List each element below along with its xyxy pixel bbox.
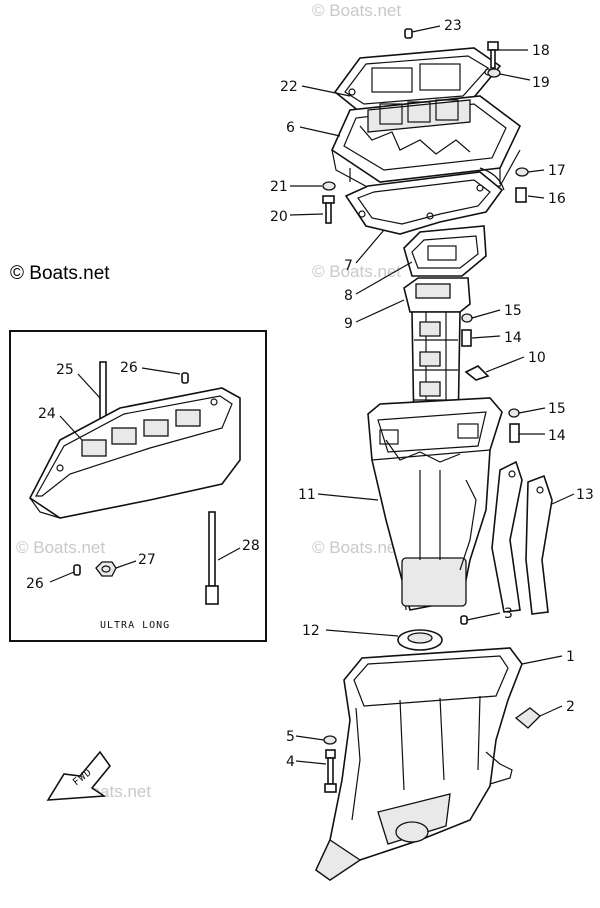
callout-11: 11 (298, 487, 316, 503)
callout-25: 25 (56, 362, 74, 378)
part-13-gasket (491, 460, 553, 615)
callout-16: 16 (548, 191, 566, 207)
callout-labels: 23 18 19 22 6 17 16 21 20 7 8 9 15 14 10… (26, 18, 594, 770)
callout-8: 8 (344, 288, 353, 304)
part-15-washer (461, 313, 473, 323)
watermark-faint: © Boats.net (312, 262, 401, 281)
callout-20: 20 (270, 209, 288, 225)
part-11-upper-casing (367, 397, 503, 611)
part-10-clip (464, 365, 490, 381)
part-6-upper-casing (330, 95, 522, 202)
callout-12: 12 (302, 623, 320, 639)
callout-9: 9 (344, 316, 353, 332)
part-15-washer (508, 408, 520, 418)
part-12-seal (397, 629, 443, 651)
part-20-bolt (322, 195, 335, 224)
callout-5: 5 (286, 729, 295, 745)
callout-26: 26 (26, 576, 44, 592)
callout-26: 26 (120, 360, 138, 376)
part-14-bolt (509, 423, 520, 443)
callout-17: 17 (548, 163, 566, 179)
callout-21: 21 (270, 179, 288, 195)
part-1-lower-casing (314, 647, 523, 881)
part-24-spacer (28, 387, 241, 519)
callout-19: 19 (532, 75, 550, 91)
callout-14: 14 (504, 330, 522, 346)
callout-18: 18 (532, 43, 550, 59)
callout-2: 2 (566, 699, 575, 715)
callout-3: 3 (504, 606, 513, 622)
part-23-dowel (404, 28, 413, 39)
callout-24: 24 (38, 406, 56, 422)
watermark-faint: © Boats.net (16, 538, 105, 557)
inset-caption: ULTRA LONG (100, 620, 170, 631)
part-7-gasket (344, 171, 504, 235)
inset-ultra-long (9, 330, 267, 642)
part-26-dowel (181, 372, 189, 384)
part-3-dowel (460, 615, 468, 625)
part-22-gasket (333, 47, 502, 113)
part-26-dowel (73, 564, 81, 576)
callout-28: 28 (242, 538, 260, 554)
callout-4: 4 (286, 754, 295, 770)
part-14-bolt (461, 329, 472, 347)
watermark-faint: © Boats.net (312, 1, 401, 20)
watermark-main: © Boats.net (10, 263, 110, 284)
part-19-washer (487, 68, 501, 78)
part-8-gasket (403, 225, 487, 277)
part-21-washer (322, 181, 336, 191)
part-18-bolt (487, 41, 499, 69)
part-2-plug (514, 707, 541, 729)
callout-7: 7 (344, 258, 353, 274)
callout-10: 10 (528, 350, 546, 366)
callout-13: 13 (576, 487, 594, 503)
callout-23: 23 (444, 18, 462, 34)
callout-14: 14 (548, 428, 566, 444)
callout-6: 6 (286, 120, 295, 136)
watermark-faint: © Boats.net (312, 538, 401, 557)
part-16-bolt (515, 187, 527, 203)
part-4-bolt (324, 749, 337, 793)
part-28-stud (205, 511, 219, 605)
callout-27: 27 (138, 552, 156, 568)
leader-lines (49, 25, 575, 765)
callout-15: 15 (548, 401, 566, 417)
callout-1: 1 (566, 649, 575, 665)
part-5-washer (323, 735, 337, 745)
part-27-nut (95, 561, 117, 577)
callout-15: 15 (504, 303, 522, 319)
part-17-washer (515, 167, 529, 177)
callout-22: 22 (280, 79, 298, 95)
fwd-arrow-icon (46, 750, 112, 801)
